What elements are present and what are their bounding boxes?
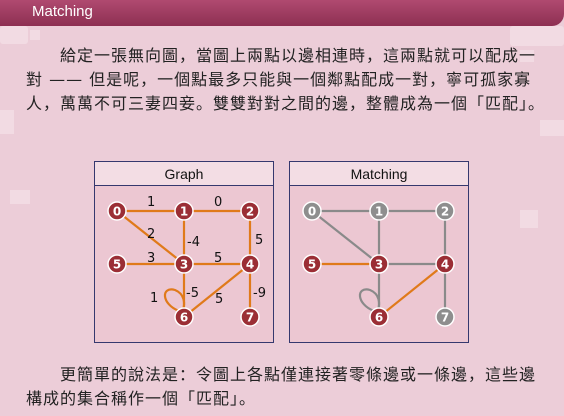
edge-label-0-1: 1 <box>147 195 155 210</box>
node-4 <box>240 254 260 274</box>
node-6 <box>174 307 194 327</box>
edge-6-loop <box>358 288 381 313</box>
matching-diagram: 0 1 2 5 3 4 6 7 <box>302 201 455 327</box>
node-label-4: 4 <box>246 258 254 272</box>
node-7 <box>435 307 455 327</box>
graph-panel-title: Graph <box>95 162 273 186</box>
edge-0-3 <box>116 210 185 265</box>
graph-diagram: 1 0 2 -4 5 3 5 1 -5 5 -9 0 1 2 5 3 <box>107 195 266 327</box>
edge-label-5-3: 3 <box>147 251 155 266</box>
edge-6-loop <box>163 288 186 313</box>
edge-0-3 <box>311 210 380 265</box>
node-label-0: 0 <box>308 205 316 219</box>
node-label-2: 2 <box>441 205 449 219</box>
edge-label-1-2: 0 <box>214 195 222 210</box>
node-label-3: 3 <box>375 258 383 272</box>
edge-label-4-6: 5 <box>215 292 223 307</box>
node-1 <box>369 201 389 221</box>
node-label-6: 6 <box>375 311 383 325</box>
node-4 <box>435 254 455 274</box>
matching-panel: Matching 0 1 2 <box>289 161 469 343</box>
node-3 <box>369 254 389 274</box>
node-6 <box>369 307 389 327</box>
edge-label-1-3: -4 <box>187 235 200 250</box>
node-label-4: 4 <box>441 258 449 272</box>
node-label-0: 0 <box>113 205 121 219</box>
node-5 <box>107 254 127 274</box>
node-label-7: 7 <box>246 311 254 325</box>
edge-label-3-6: -5 <box>186 286 199 301</box>
node-0 <box>107 201 127 221</box>
section-title: Matching <box>32 3 93 20</box>
intro-paragraph: 給定一張無向圖，當圖上兩點以邊相連時，這兩點就可以配成一對 —— 但是呢，一個點… <box>26 44 546 116</box>
node-label-2: 2 <box>246 205 254 219</box>
node-label-1: 1 <box>375 205 383 219</box>
node-label-5: 5 <box>308 258 316 272</box>
edge-label-3-4: 5 <box>214 251 222 266</box>
edge-label-6-loop: 1 <box>150 291 158 306</box>
edge-label-4-7: -9 <box>253 286 266 301</box>
intro-paragraph-text: 給定一張無向圖，當圖上兩點以邊相連時，這兩點就可以配成一對 —— 但是呢，一個點… <box>26 46 546 113</box>
node-label-1: 1 <box>180 205 188 219</box>
node-label-5: 5 <box>113 258 121 272</box>
node-1 <box>174 201 194 221</box>
node-5 <box>302 254 322 274</box>
edge-4-6 <box>183 263 251 318</box>
section-title-bar: Matching <box>0 0 564 26</box>
node-7 <box>240 307 260 327</box>
summary-paragraph: 更簡單的說法是：令圖上各點僅連接著零條邊或一條邊，這些邊構成的集合稱作一個「匹配… <box>26 363 546 411</box>
matching-panel-title: Matching <box>290 162 468 186</box>
node-0 <box>302 201 322 221</box>
summary-paragraph-text: 更簡單的說法是：令圖上各點僅連接著零條邊或一條邊，這些邊構成的集合稱作一個「匹配… <box>26 365 537 408</box>
edge-label-0-3: 2 <box>147 227 155 242</box>
node-2 <box>240 201 260 221</box>
node-label-6: 6 <box>180 311 188 325</box>
node-label-7: 7 <box>441 311 449 325</box>
node-label-3: 3 <box>180 258 188 272</box>
node-3 <box>174 254 194 274</box>
matched-edge-4-6 <box>378 263 446 318</box>
edge-label-2-4: 5 <box>255 233 263 248</box>
graph-panel: Graph 1 0 2 -4 5 3 5 1 -5 5 -9 <box>94 161 274 343</box>
node-2 <box>435 201 455 221</box>
